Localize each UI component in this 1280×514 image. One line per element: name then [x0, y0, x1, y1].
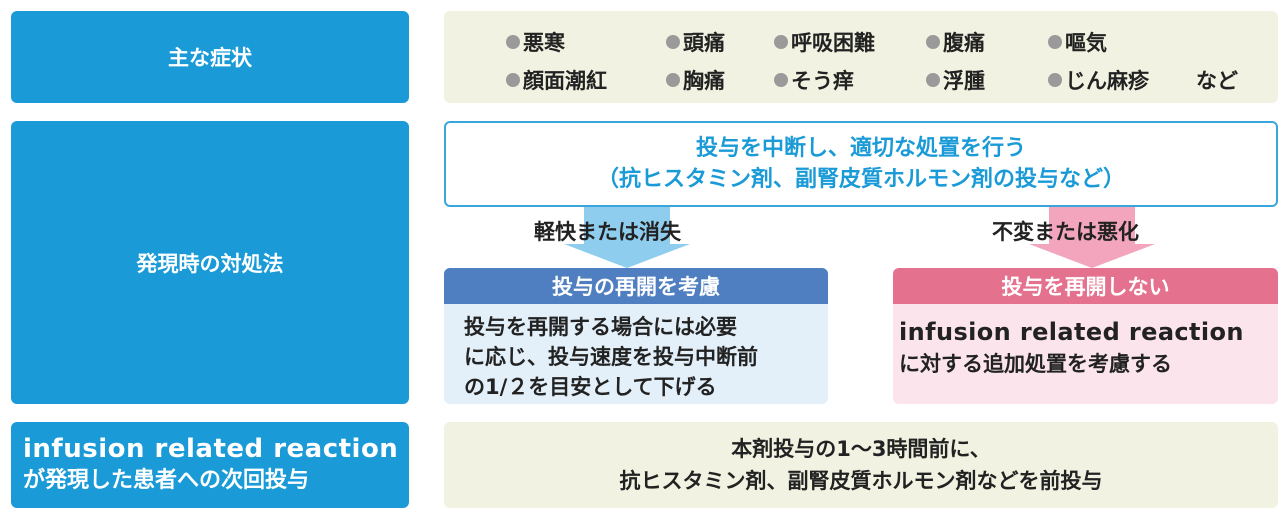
measures-label: 発現時の対処法: [11, 121, 409, 404]
action-line-2: （抗ヒスタミン剤、副腎皮質ホルモン剤の投与など）: [596, 167, 1125, 192]
symptom-item: 浮腫: [926, 65, 985, 95]
bullet-icon: [774, 35, 788, 49]
bullet-icon: [506, 35, 520, 49]
no-resume-panel: 投与を再開しない infusion related reaction に対する追…: [893, 268, 1278, 404]
bullet-icon: [1048, 35, 1062, 49]
resume-panel: 投与の再開を考慮 投与を再開する場合には必要 に応じ、投与速度を投与中断前 の1…: [444, 268, 828, 404]
symptom-item: じん麻疹: [1048, 65, 1149, 95]
next-dose-label: infusion related reaction が発現した患者への次回投与: [11, 422, 409, 508]
bullet-icon: [1048, 73, 1062, 87]
no-resume-line-1: infusion related reaction: [899, 318, 1244, 346]
no-resume-header: 投与を再開しない: [893, 268, 1278, 304]
next-dose-panel: 本剤投与の1～3時間前に、 抗ヒスタミン剤、副腎皮質ホルモン剤などを前投与: [444, 422, 1278, 508]
next-dose-line-2: 抗ヒスタミン剤、副腎皮質ホルモン剤などを前投与: [619, 469, 1103, 493]
resume-line-1: 投与を再開する場合には必要: [464, 315, 737, 339]
bullet-icon: [774, 73, 788, 87]
symptom-item: 悪寒: [506, 27, 565, 57]
symptom-item: 呼吸困難: [774, 27, 875, 57]
bullet-icon: [506, 73, 520, 87]
no-resume-line-2: に対する追加処置を考慮する: [899, 352, 1172, 376]
action-line-1: 投与を中断し、適切な処置を行う: [695, 136, 1026, 161]
arrow-down-pink: [1029, 207, 1155, 268]
no-resume-body: infusion related reaction に対する追加処置を考慮する: [893, 304, 1278, 380]
symptom-item: 胸痛: [666, 65, 725, 95]
worsened-label: 不変または悪化: [992, 220, 1139, 244]
improved-label: 軽快または消失: [534, 220, 681, 244]
symptoms-label-text: 主な症状: [168, 46, 252, 70]
resume-line-3: の1/２を目安として下げる: [464, 375, 717, 399]
resume-body: 投与を再開する場合には必要 に応じ、投与速度を投与中断前 の1/２を目安として下…: [444, 304, 828, 402]
symptom-item: 嘔気: [1048, 27, 1107, 57]
next-dose-label-line-1: infusion related reaction: [23, 434, 399, 464]
symptoms-etc: など: [1196, 69, 1238, 93]
symptoms-label: 主な症状: [11, 11, 409, 103]
arrow-down-blue: [564, 207, 690, 268]
bullet-icon: [926, 35, 940, 49]
symptoms-panel: 悪寒 頭痛 呼吸困難 腹痛 嘔気 顔面潮紅 胸痛 そう痒 浮腫 じん麻疹 など: [444, 11, 1278, 103]
interrupt-action-box: 投与を中断し、適切な処置を行う （抗ヒスタミン剤、副腎皮質ホルモン剤の投与など）: [444, 121, 1278, 207]
resume-line-2: に応じ、投与速度を投与中断前: [464, 345, 758, 369]
bullet-icon: [666, 73, 680, 87]
symptom-item: 腹痛: [926, 27, 985, 57]
next-dose-label-line-2: が発現した患者への次回投与: [23, 468, 310, 493]
symptom-item: 頭痛: [666, 27, 725, 57]
bullet-icon: [666, 35, 680, 49]
symptom-item: そう痒: [774, 65, 854, 95]
next-dose-line-1: 本剤投与の1～3時間前に、: [731, 437, 991, 461]
bullet-icon: [926, 73, 940, 87]
symptom-item: 顔面潮紅: [506, 65, 607, 95]
resume-header: 投与の再開を考慮: [444, 268, 828, 304]
measures-label-text: 発現時の対処法: [136, 251, 284, 276]
